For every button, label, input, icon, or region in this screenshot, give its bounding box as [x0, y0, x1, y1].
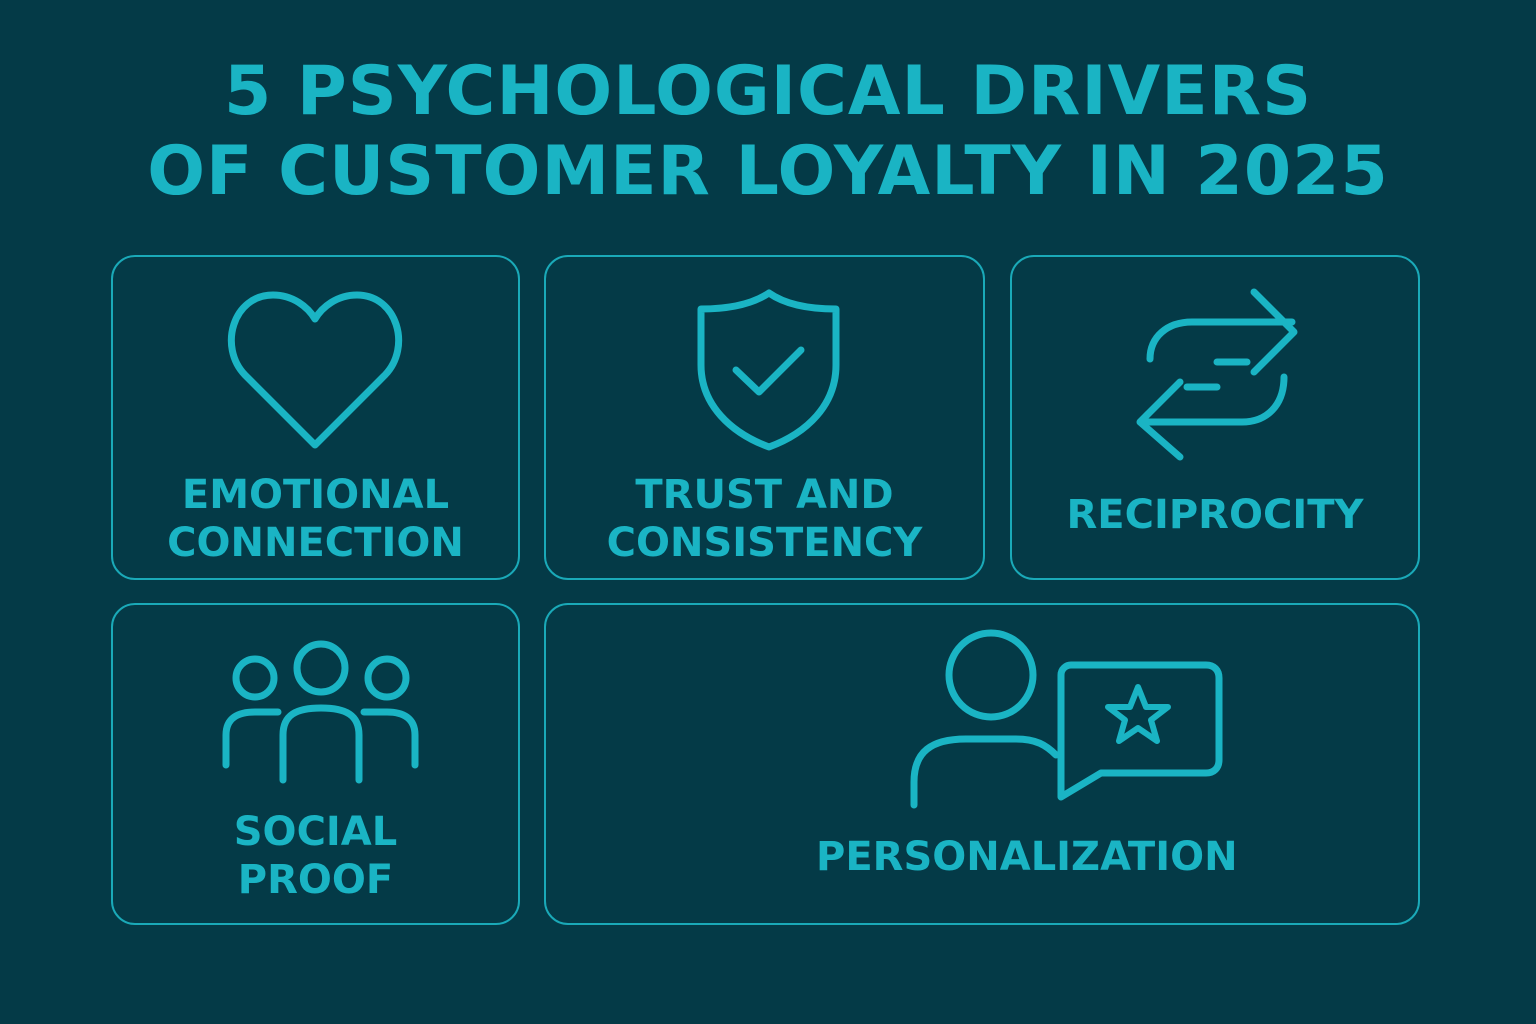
card-reciprocity: RECIPROCITY — [1010, 255, 1420, 580]
page-title: 5 PSYCHOLOGICAL DRIVERS OF CUSTOMER LOYA… — [0, 52, 1536, 212]
shield-check-icon — [697, 289, 840, 451]
card-label: RECIPROCITY — [1066, 492, 1364, 538]
card-label: PERSONALIZATION — [816, 834, 1238, 880]
exchange-arrows-icon — [1136, 288, 1298, 461]
people-group-icon — [222, 640, 419, 784]
heart-icon — [227, 291, 403, 449]
user-star-chat-icon — [910, 629, 1223, 809]
title-line-2: OF CUSTOMER LOYALTY IN 2025 — [147, 132, 1389, 211]
title-line-1: 5 PSYCHOLOGICAL DRIVERS — [223, 52, 1313, 131]
card-personalization: PERSONALIZATION — [544, 603, 1420, 925]
